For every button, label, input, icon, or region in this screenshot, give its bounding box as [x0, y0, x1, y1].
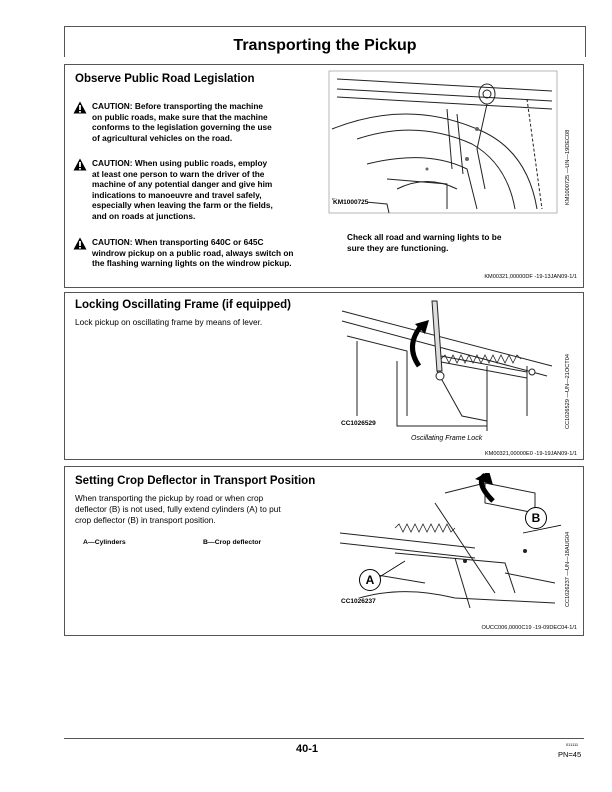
image-ref: CC1026529 —UN—21OCT04 [565, 354, 571, 429]
doc-ref: OUCC006,0000C19 -19-09DEC04-1/1 [481, 625, 577, 631]
footer-code: 011111 [566, 742, 579, 747]
lights-note-line-1: Check all road and warning lights to be [347, 232, 502, 242]
pickup-illustration [328, 70, 558, 214]
title-box: Transporting the Pickup [64, 26, 586, 57]
lights-note-line-2: sure they are functioning. [347, 242, 449, 253]
pn-number: PN=45 [558, 750, 582, 759]
section-text-line-3: crop deflector (B) in transport position… [75, 515, 216, 525]
warning-icon [73, 101, 87, 114]
image-caption: Oscillating Frame Lock [411, 435, 483, 442]
doc-ref: KM00321,00000DF -19-13JAN09-1/1 [484, 274, 577, 280]
section-text-line-1: When transporting the pickup by road or … [75, 493, 264, 503]
section-crop-deflector: Setting Crop Deflector in Transport Posi… [64, 466, 584, 636]
frame-lock-illustration [341, 300, 553, 431]
section-title: Observe Public Road Legislation [75, 73, 255, 85]
image-code: KM1000725 [333, 199, 369, 206]
callout-a: A [359, 569, 381, 591]
section-road-legislation: Observe Public Road Legislation CAUTION:… [64, 64, 584, 288]
crop-deflector-illustration [339, 473, 561, 609]
image-ref: KM1000725 —UN—19DEC08 [565, 129, 571, 205]
section-text-line-2: deflector (B) is not used, fully extend … [75, 504, 281, 514]
image-code: CC1026529 [341, 420, 376, 427]
legend-b: B—Crop deflector [203, 539, 262, 546]
page-number: 40-1 [296, 743, 319, 755]
doc-ref: KM00321,00000E0 -19-19JAN09-1/1 [484, 451, 577, 457]
footer-rule [64, 738, 584, 739]
warning-icon [73, 158, 87, 171]
callout-b: B [525, 507, 547, 529]
image-ref: CC1026237 —UN—18AUG04 [565, 531, 571, 607]
section-oscillating-frame: Locking Oscillating Frame (if equipped) … [64, 292, 584, 460]
page-title: Transporting the Pickup [233, 37, 417, 54]
image-code: CC1026237 [341, 598, 376, 605]
warning-icon [73, 237, 87, 250]
section-title: Locking Oscillating Frame (if equipped) [75, 299, 291, 311]
legend-a: A—Cylinders [83, 539, 126, 546]
section-text: Lock pickup on oscillating frame by mean… [75, 317, 263, 327]
section-title: Setting Crop Deflector in Transport Posi… [75, 475, 316, 487]
